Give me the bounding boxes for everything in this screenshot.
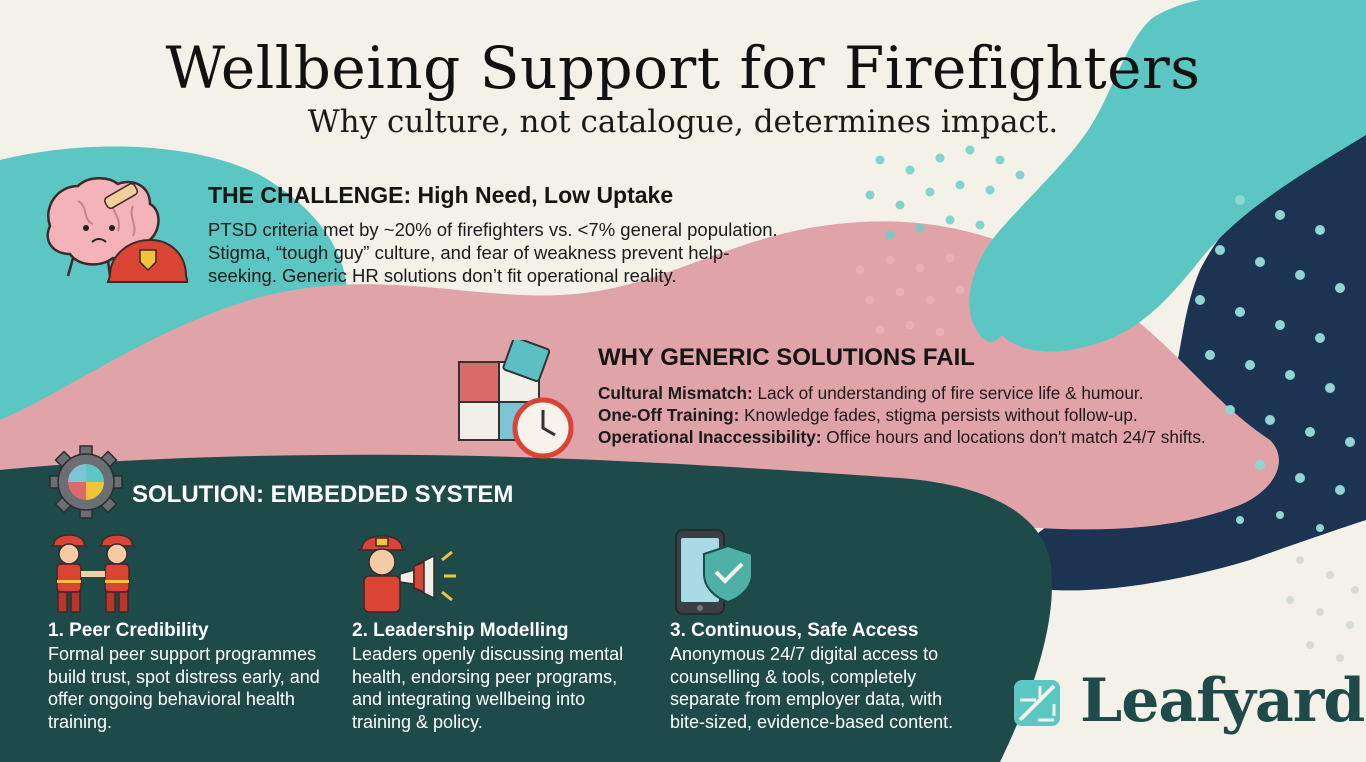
failure-term: Operational Inaccessibility:	[598, 427, 822, 447]
brain-with-helmet-icon	[46, 177, 188, 283]
failure-text: Lack of understanding of fire service li…	[752, 383, 1144, 403]
failure-item: Cultural Mismatch: Lack of understanding…	[598, 382, 1288, 404]
gear-puzzle-icon	[49, 445, 123, 519]
card-access-body: Anonymous 24/7 digital access to counsel…	[670, 644, 954, 732]
dot-pattern-bottom	[1286, 556, 1359, 662]
card-peer-title: 1. Peer Credibility	[48, 620, 209, 641]
pink-wave	[0, 221, 1279, 530]
card-leadership-body: Leaders openly discussing mental health,…	[352, 644, 624, 732]
failure-term: One-Off Training:	[598, 405, 740, 425]
solution-heading: SOLUTION: EMBEDDED SYSTEM	[132, 481, 514, 508]
phone-shield-icon	[675, 529, 753, 615]
failure-text: Office hours and locations don't match 2…	[821, 427, 1206, 447]
failure-text: Knowledge fades, stigma persists without…	[739, 405, 1138, 425]
challenge-body: PTSD criteria met by ~20% of firefighter…	[208, 219, 778, 286]
teal-blob-right-lower	[989, 10, 1366, 352]
failure-item: One-Off Training: Knowledge fades, stigm…	[598, 404, 1288, 426]
failures-list: Cultural Mismatch: Lack of understanding…	[598, 382, 1288, 448]
page-title: Wellbeing Support for Firefighters	[165, 34, 1201, 102]
card-peer-body: Formal peer support programmes build tru…	[48, 644, 320, 732]
dot-pattern-navy	[1195, 195, 1355, 532]
puzzle-clock-icon	[458, 340, 574, 459]
card-leadership-title: 2. Leadership Modelling	[352, 620, 569, 641]
firefighters-handshake-icon	[50, 534, 136, 613]
dark-green-panel	[0, 454, 1052, 762]
page-subtitle: Why culture, not catalogue, determines i…	[307, 104, 1059, 140]
failures-heading: WHY GENERIC SOLUTIONS FAIL	[598, 344, 975, 371]
card-access-title: 3. Continuous, Safe Access	[670, 620, 919, 641]
leaf-logo-icon	[1014, 680, 1060, 726]
brand-name: Leafyard	[1080, 666, 1365, 736]
dot-pattern-pink	[855, 253, 965, 337]
failure-item: Operational Inaccessibility: Office hour…	[598, 426, 1288, 448]
challenge-heading: THE CHALLENGE: High Need, Low Uptake	[208, 182, 674, 208]
failure-term: Cultural Mismatch:	[598, 383, 753, 403]
dot-pattern-teal	[865, 145, 1025, 240]
megaphone-leader-icon	[357, 535, 456, 613]
